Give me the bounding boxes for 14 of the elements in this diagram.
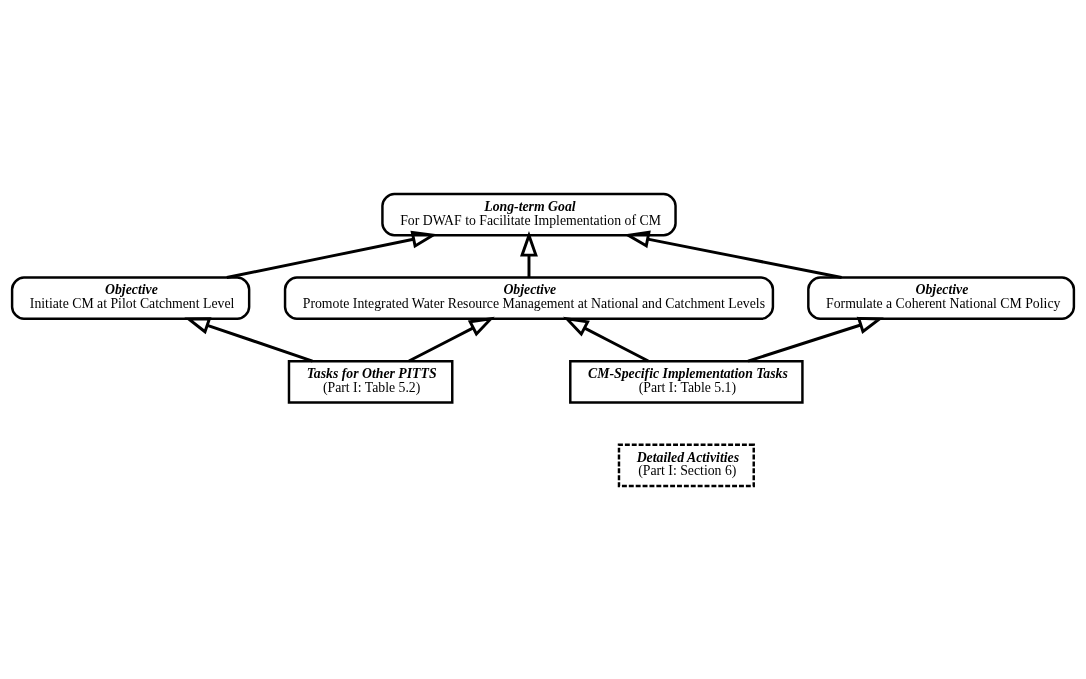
arrow [184,316,313,362]
arrow [563,316,649,362]
arrow [408,316,495,362]
node-box: Objective Promote Integrated Water Resource Management at National and Catchment Levels [283,275,775,320]
node-box: Objective Initiate CM at Pilot Catchment Level [10,275,251,320]
arrow [747,316,884,362]
node-box: CM-Specific Implementation Tasks (Part I: Table 5.1) [569,359,804,404]
arrow [520,230,538,277]
node-box: Detailed Activities (Part I: Section 6) [617,443,755,487]
arrow [226,230,438,279]
arrow [623,230,842,279]
node-box: Long-term Goal For DWAF to Facilitate Implementation of CM [381,192,677,236]
node-box: Objective Formulate a Coherent National CM Policy [807,275,1076,320]
node-box: Tasks for Other PITTS (Part I: Table 5.2) [287,359,454,404]
